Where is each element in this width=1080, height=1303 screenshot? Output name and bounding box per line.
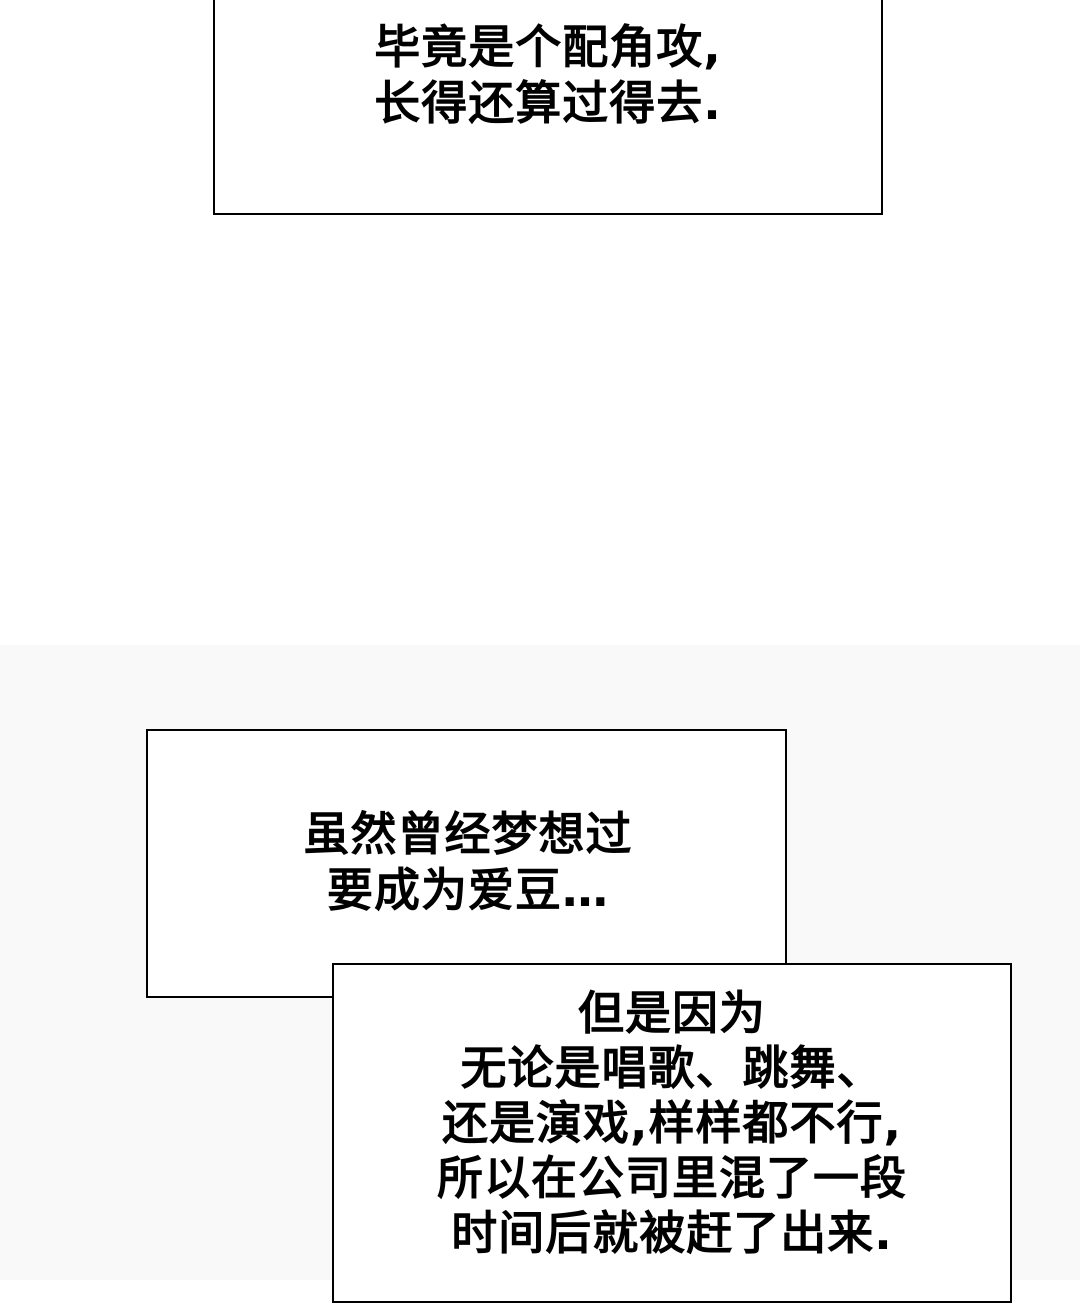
caption-text-middle: 虽然曾经梦想过 要成为爱豆… <box>303 807 633 917</box>
caption-box-middle <box>146 729 787 998</box>
caption-box-join <box>334 965 785 996</box>
caption-text-top: 毕竟是个配角攻, 长得还算过得去. <box>374 20 722 130</box>
caption-box-bottom <box>332 963 1012 1303</box>
caption-box-top <box>213 0 883 215</box>
caption-text-bottom: 但是因为 无论是唱歌、跳舞、 还是演戏,样样都不行, 所以在公司里混了一段 时间… <box>437 986 907 1260</box>
